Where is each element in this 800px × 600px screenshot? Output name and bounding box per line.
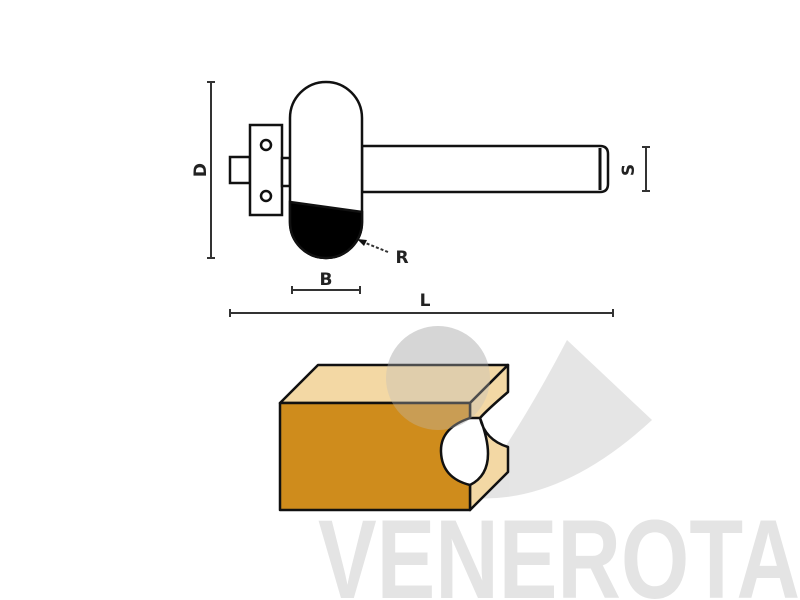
router-bit (228, 80, 610, 260)
dimensions (207, 81, 650, 317)
cutter-blade (288, 200, 364, 260)
bearing-hole-top (259, 138, 273, 152)
watermark-text: VENEROTA (318, 497, 800, 600)
shank (360, 144, 610, 194)
radius-arrow (362, 241, 389, 253)
watermark-circle-overlay (386, 326, 490, 430)
label-d: D (191, 163, 211, 177)
bearing-hole-bottom (259, 189, 273, 203)
label-r: R (395, 248, 408, 268)
wood-profile (278, 363, 510, 512)
bearing-screw (228, 155, 252, 185)
label-l: L (420, 291, 431, 311)
watermark-leaf (470, 340, 652, 499)
label-s: S (619, 164, 639, 176)
wood-front-face (278, 401, 472, 512)
label-b: B (320, 270, 333, 290)
radius-arrowhead (357, 239, 367, 246)
watermark-overlay (386, 326, 490, 430)
